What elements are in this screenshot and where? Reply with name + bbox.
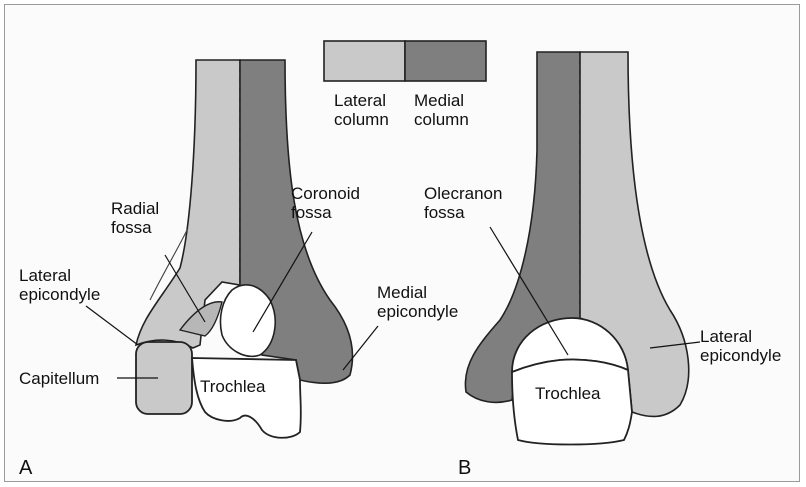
legend-medial-label: Medial column: [414, 91, 469, 129]
panel-b-letter: B: [458, 457, 471, 480]
label-trochlea-b: Trochlea: [535, 384, 601, 403]
label-lateral-epicondyle-a: Lateral epicondyle: [19, 266, 100, 304]
label-olecranon-fossa: Olecranon fossa: [424, 184, 502, 222]
leader-lateral-epicondyle-a: [86, 306, 138, 345]
label-trochlea-a: Trochlea: [200, 377, 266, 396]
label-medial-epicondyle: Medial epicondyle: [377, 283, 458, 321]
panel-a-trochlea: [192, 358, 301, 438]
panel-a-coronoid-fossa: [220, 285, 275, 357]
legend-medial-swatch: [405, 41, 486, 81]
label-radial-fossa: Radial fossa: [111, 199, 159, 237]
legend-lateral-label: Lateral column: [334, 91, 389, 129]
legend: [324, 41, 486, 81]
label-coronoid-fossa: Coronoid fossa: [291, 184, 360, 222]
panel-a-letter: A: [19, 457, 32, 480]
label-capitellum: Capitellum: [19, 369, 99, 388]
label-lateral-epicondyle-b: Lateral epicondyle: [700, 327, 781, 365]
legend-lateral-swatch: [324, 41, 405, 81]
